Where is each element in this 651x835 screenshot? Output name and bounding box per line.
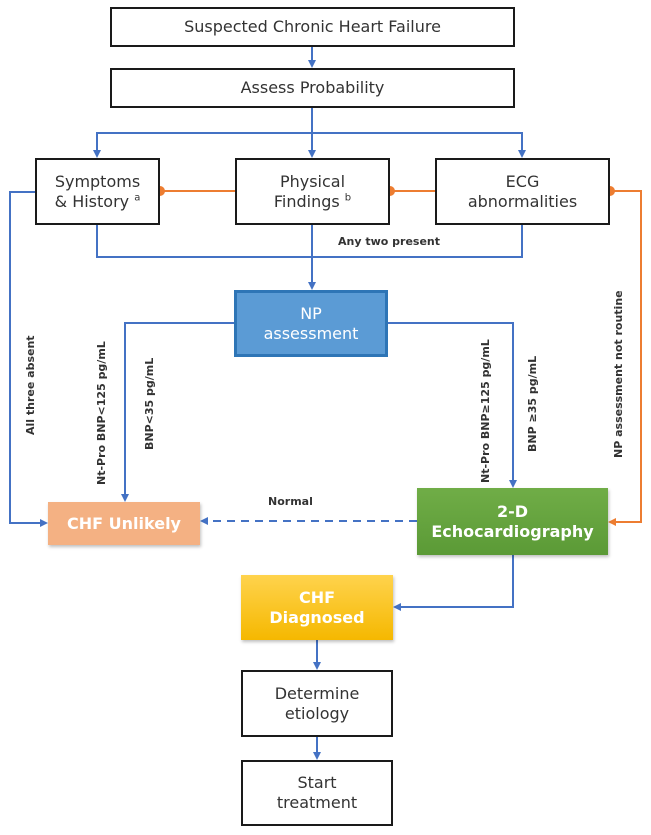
label-normal: Normal — [268, 495, 313, 508]
node-label-line2: & History — [54, 191, 130, 211]
node-label: Determine — [274, 683, 360, 703]
node-label: ECG — [505, 171, 540, 191]
node-start-treatment: Start treatment — [241, 760, 393, 826]
node-chf-unlikely: CHF Unlikely — [48, 502, 200, 545]
node-label: & History a — [55, 192, 141, 212]
node-suspected-chf: Suspected Chronic Heart Failure — [110, 7, 515, 47]
node-label: 2-D — [496, 501, 529, 521]
node-label-line2: etiology — [284, 703, 350, 723]
node-label: Findings b — [274, 192, 351, 212]
node-determine-etiology: Determine etiology — [241, 670, 393, 737]
footnote-marker: a — [134, 192, 141, 204]
node-assess-probability: Assess Probability — [110, 68, 515, 108]
node-label: Suspected Chronic Heart Failure — [184, 17, 441, 36]
node-label: Physical — [279, 171, 346, 191]
node-symptoms-history: Symptoms & History a — [35, 158, 160, 225]
edge-np-to-unlikely — [121, 322, 234, 502]
edge-assess-to-ecg — [312, 132, 526, 158]
node-label: Start — [297, 773, 337, 792]
label-ntpro-high: Nt-Pro BNP≥125 pg/mL — [479, 339, 492, 483]
node-2d-echocardiography: 2-D Echocardiography — [417, 488, 608, 555]
label-any-two-present: Any two present — [338, 235, 441, 248]
node-label-line2: assessment — [263, 323, 359, 343]
edge-assess-to-symptoms — [93, 132, 312, 158]
edge-np-to-echo — [388, 322, 517, 488]
node-label: CHF Unlikely — [67, 513, 181, 533]
label-bnp-low: BNP<35 pg/mL — [143, 357, 156, 450]
node-ecg-abnormalities: ECG abnormalities — [435, 158, 610, 225]
node-label-line2: abnormalities — [467, 191, 578, 211]
node-physical-findings: Physical Findings b — [235, 158, 390, 225]
edge-any-two-bracket — [96, 225, 523, 258]
node-label-line2: Findings — [273, 191, 340, 211]
node-chf-diagnosed: CHF Diagnosed — [241, 575, 393, 640]
node-label: Assess Probability — [240, 78, 385, 97]
node-np-assessment: NP assessment — [234, 290, 388, 357]
edge-all-absent — [9, 191, 48, 527]
edge-echo-to-diagnosed — [393, 555, 514, 611]
label-bnp-high: BNP ≥35 pg/mL — [526, 355, 539, 452]
node-label-line2: Echocardiography — [431, 521, 594, 541]
label-all-three-absent: All three absent — [24, 335, 37, 435]
node-label: CHF — [298, 587, 336, 607]
node-label-line2: treatment — [276, 793, 358, 812]
footnote-marker: b — [344, 192, 352, 204]
node-label: Symptoms — [54, 171, 141, 191]
edge-ecg-to-echo — [608, 190, 642, 526]
node-label-line2: Diagnosed — [269, 607, 365, 627]
node-label: NP — [300, 303, 322, 323]
label-ntpro-low: Nt-Pro BNP<125 pg/mL — [95, 341, 108, 485]
label-np-not-routine: NP assessment not routine — [612, 290, 625, 458]
